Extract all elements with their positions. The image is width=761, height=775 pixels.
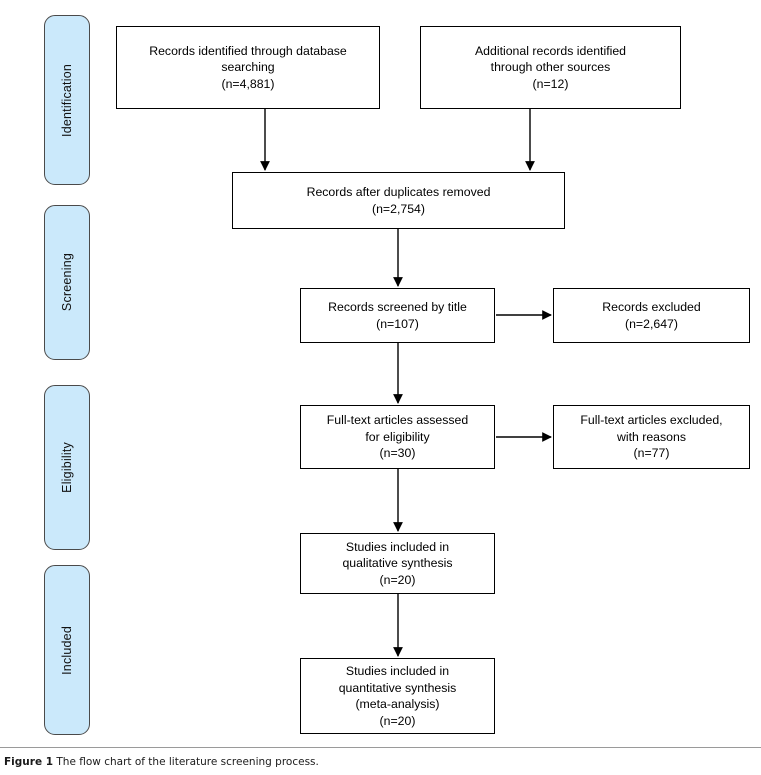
caption-divider (0, 747, 761, 748)
node-quantitative-synthesis-text: Studies included in quantitative synthes… (338, 664, 457, 728)
node-after-duplicates-text: Records after duplicates removed (n=2,75… (306, 185, 491, 216)
figure-caption: Figure 1 The flow chart of the literatur… (4, 756, 744, 768)
node-fulltext-excluded-text: Full-text articles excluded, with reason… (580, 413, 723, 461)
node-screened-by-title: Records screened by title (n=107) (300, 288, 495, 343)
node-screened-by-title-text: Records screened by title (n=107) (328, 300, 467, 331)
node-fulltext-excluded: Full-text articles excluded, with reason… (553, 405, 750, 469)
node-after-duplicates: Records after duplicates removed (n=2,75… (232, 172, 565, 229)
node-fulltext-assessed-text: Full-text articles assessed for eligibil… (326, 413, 469, 461)
node-database-records-text: Records identified through database sear… (149, 43, 347, 91)
node-other-records: Additional records identified through ot… (420, 26, 681, 109)
stage-identification: Identification (44, 15, 90, 185)
stage-identification-label: Identification (60, 63, 74, 137)
node-records-excluded: Records excluded (n=2,647) (553, 288, 750, 343)
stage-eligibility-label: Eligibility (60, 442, 74, 493)
figure-caption-text: The flow chart of the literature screeni… (56, 756, 319, 768)
stage-included: Included (44, 565, 90, 735)
node-fulltext-assessed: Full-text articles assessed for eligibil… (300, 405, 495, 469)
node-qualitative-synthesis: Studies included in qualitative synthesi… (300, 533, 495, 594)
figure-caption-label: Figure 1 (4, 756, 54, 768)
node-database-records: Records identified through database sear… (116, 26, 380, 109)
node-quantitative-synthesis: Studies included in quantitative synthes… (300, 658, 495, 734)
node-other-records-text: Additional records identified through ot… (474, 43, 627, 91)
stage-eligibility: Eligibility (44, 385, 90, 550)
stage-screening-label: Screening (60, 253, 74, 312)
node-records-excluded-text: Records excluded (n=2,647) (602, 300, 701, 331)
stage-screening: Screening (44, 205, 90, 360)
node-qualitative-synthesis-text: Studies included in qualitative synthesi… (342, 539, 453, 587)
stage-included-label: Included (60, 625, 74, 675)
